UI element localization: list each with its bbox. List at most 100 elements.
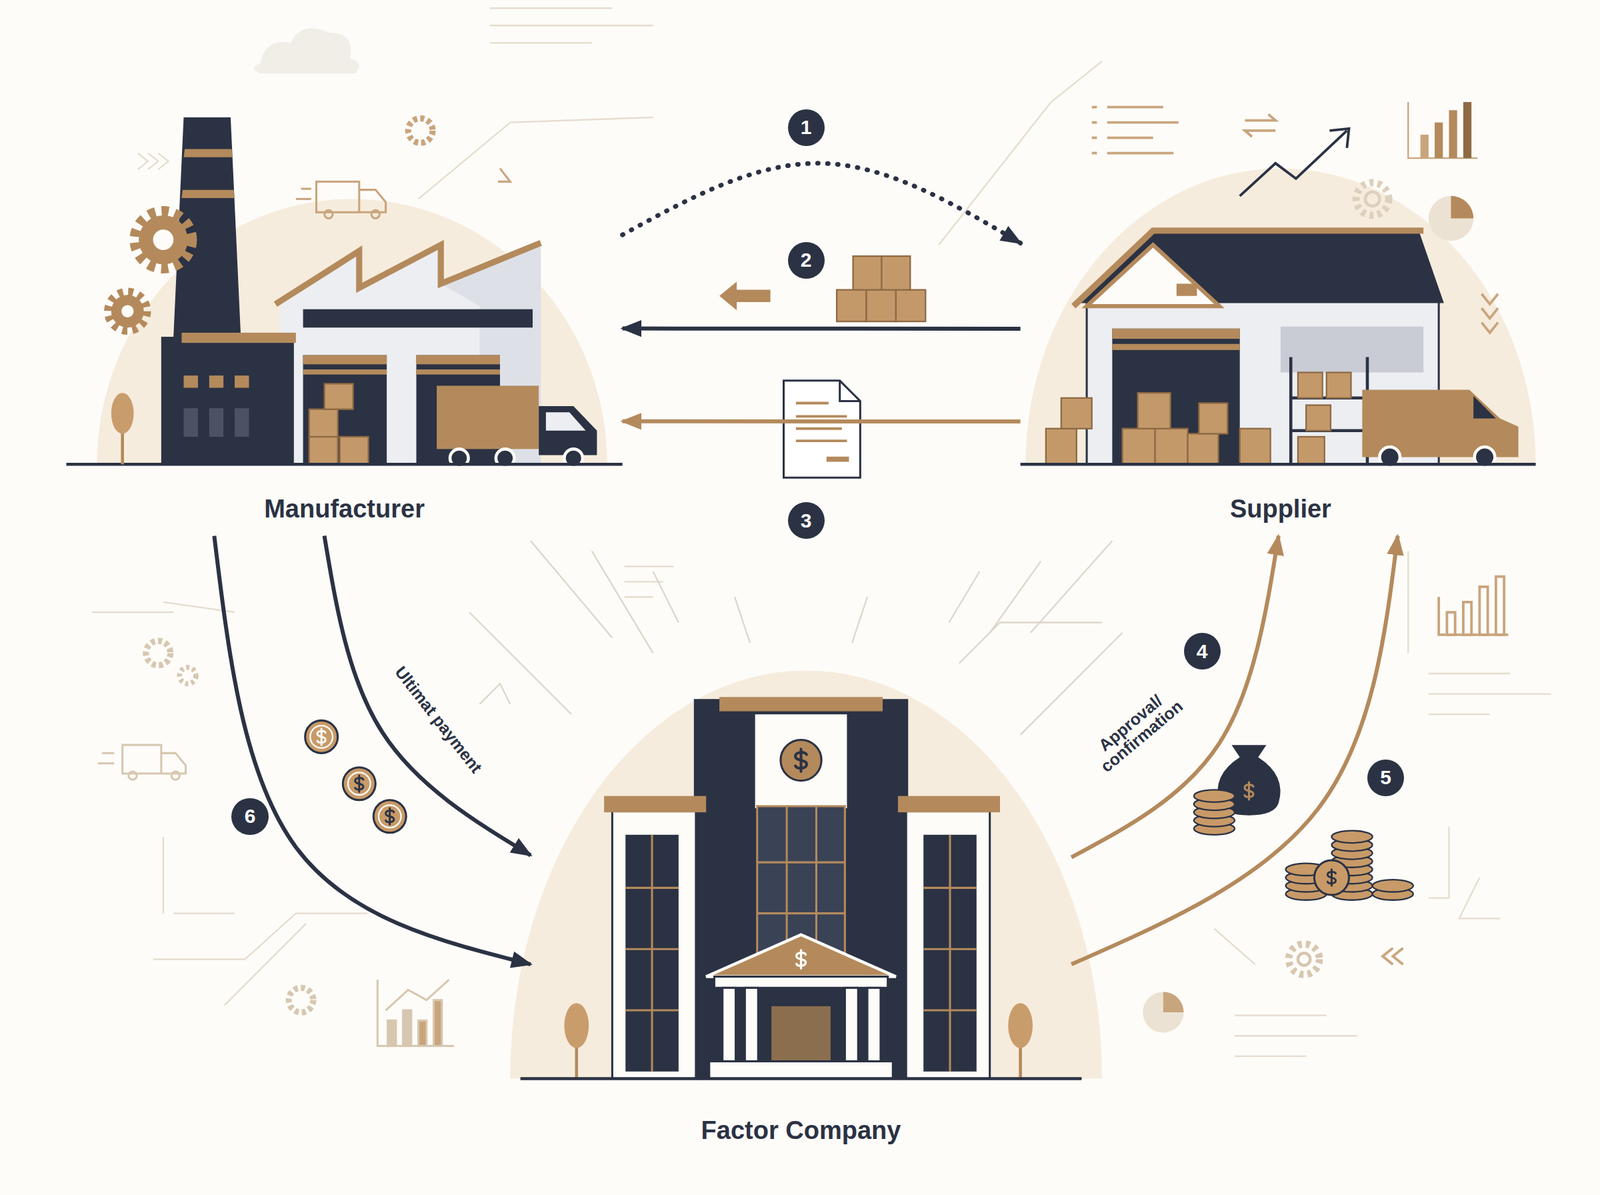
invoice-document bbox=[784, 380, 861, 478]
chart-icons bbox=[1448, 110, 1457, 158]
warehouse-illustration bbox=[1298, 372, 1323, 398]
invoice-document bbox=[796, 439, 848, 442]
factory-illustration bbox=[184, 148, 233, 157]
coin-icons bbox=[342, 767, 376, 800]
chart-icons bbox=[1496, 576, 1504, 635]
chart-icons bbox=[1107, 121, 1179, 124]
warehouse-illustration bbox=[1473, 396, 1496, 419]
warehouse-illustration bbox=[1298, 436, 1325, 464]
warehouse-illustration bbox=[1086, 244, 1220, 306]
radiating-lines bbox=[530, 540, 612, 638]
edge-label: Ultimat payment bbox=[356, 617, 522, 822]
faint-decoration bbox=[138, 153, 148, 170]
chart-icons bbox=[1481, 322, 1498, 333]
bank-building bbox=[709, 1061, 894, 1079]
callout-number: 2 bbox=[788, 242, 825, 279]
callout-number: 4 bbox=[1184, 632, 1221, 670]
faint-decoration bbox=[938, 102, 1051, 245]
callout-number: 5 bbox=[1367, 759, 1404, 796]
flow-arrow bbox=[214, 536, 531, 965]
goods-icon bbox=[719, 281, 771, 310]
factory-illustration bbox=[161, 336, 294, 464]
bank-building bbox=[796, 950, 806, 969]
flow-arrow bbox=[622, 326, 1021, 331]
bank-building bbox=[757, 861, 846, 864]
left-icons bbox=[377, 979, 454, 1046]
faint-decoration bbox=[1428, 713, 1490, 715]
invoice-document bbox=[796, 414, 848, 418]
factory-illustration bbox=[111, 392, 134, 434]
coin-icons bbox=[305, 720, 407, 832]
factory-illustration bbox=[371, 210, 380, 218]
faint-decoration bbox=[490, 7, 613, 9]
bank-building bbox=[625, 948, 679, 950]
coin-stacks bbox=[1286, 830, 1414, 900]
chart-icons bbox=[1463, 602, 1472, 635]
bank-building bbox=[625, 834, 679, 1072]
chart-icons bbox=[1288, 944, 1320, 975]
bank-building bbox=[923, 886, 977, 889]
factory-illustration bbox=[275, 242, 541, 304]
chart-icons bbox=[1408, 102, 1478, 158]
goods-icon bbox=[881, 256, 910, 290]
bank-building bbox=[898, 796, 1000, 812]
left-icons bbox=[146, 640, 171, 666]
chart-icons bbox=[1244, 114, 1276, 120]
factory-illustration bbox=[303, 309, 533, 328]
bank-building bbox=[612, 811, 696, 1079]
chart-icons bbox=[1092, 102, 1508, 1033]
chart-icons bbox=[1356, 182, 1389, 216]
factory-illustration bbox=[416, 355, 500, 365]
chart-icons bbox=[1451, 196, 1474, 219]
goods-icon bbox=[853, 256, 882, 290]
left-icons bbox=[179, 667, 196, 684]
coin-icons bbox=[342, 767, 376, 800]
faint-decoration bbox=[418, 117, 654, 199]
warehouse-illustration bbox=[1326, 372, 1352, 398]
chart-icons bbox=[1107, 136, 1154, 140]
left-icons bbox=[102, 752, 114, 754]
chart-icons bbox=[1107, 106, 1164, 109]
warehouse-illustration bbox=[1290, 357, 1368, 465]
left-icons bbox=[128, 771, 137, 780]
radiating-lines bbox=[592, 550, 654, 653]
coin-icons bbox=[305, 720, 338, 753]
factory-illustration bbox=[96, 198, 607, 464]
factory-illustration bbox=[181, 332, 296, 343]
faint-decoration bbox=[1234, 1055, 1306, 1057]
warehouse-illustration bbox=[1289, 357, 1293, 465]
faint-decoration bbox=[92, 8, 1552, 1056]
bank-building bbox=[604, 796, 706, 812]
factory-illustration bbox=[303, 355, 388, 465]
chart-icons bbox=[1092, 121, 1098, 124]
left-icons bbox=[288, 987, 314, 1012]
warehouse-illustration bbox=[1046, 372, 1352, 465]
supplier-node: Supplier bbox=[1020, 153, 1542, 536]
chart-icons bbox=[1092, 152, 1098, 155]
factory-illustration bbox=[316, 181, 359, 212]
bank-building bbox=[844, 987, 858, 1061]
faint-decoration bbox=[153, 913, 368, 960]
left-icons bbox=[98, 762, 114, 764]
warehouse-illustration bbox=[1240, 428, 1271, 465]
chart-icons bbox=[1163, 991, 1184, 1012]
factory-illustration bbox=[184, 408, 198, 437]
bank-building bbox=[923, 1008, 977, 1011]
invoice-document bbox=[826, 456, 850, 462]
radiating-lines bbox=[959, 622, 1102, 663]
coin-icons bbox=[378, 804, 402, 828]
warehouse-illustration bbox=[1020, 462, 1536, 466]
faint-decoration bbox=[1051, 61, 1103, 102]
bank-building bbox=[923, 834, 977, 1072]
faint-decoration bbox=[490, 42, 592, 44]
warehouse-illustration bbox=[1046, 428, 1077, 465]
warehouse-illustration bbox=[1112, 344, 1240, 350]
warehouse-illustration bbox=[1112, 328, 1240, 465]
coin-icons bbox=[348, 772, 371, 795]
factory-illustration bbox=[234, 375, 249, 388]
factory-illustration bbox=[498, 168, 510, 182]
left-icons bbox=[171, 771, 180, 780]
